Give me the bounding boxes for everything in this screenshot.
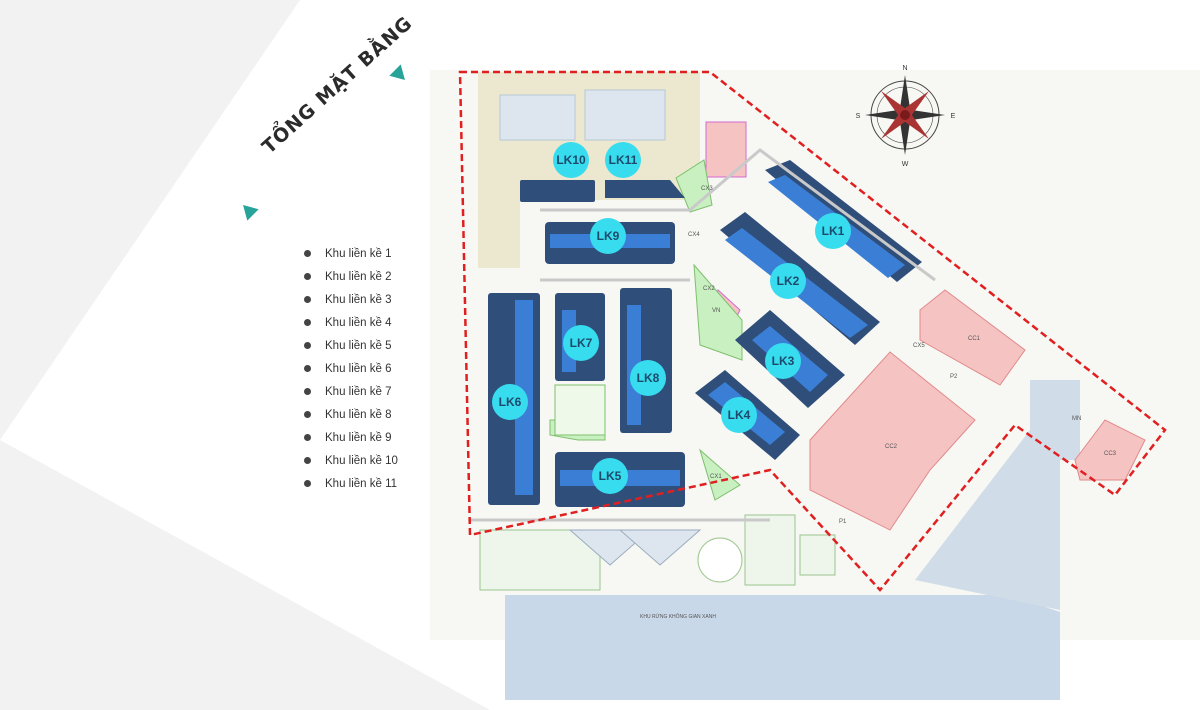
legend-label: Khu liền kề 9	[325, 431, 392, 444]
site-boundary	[458, 70, 1167, 592]
sports-court	[744, 514, 796, 586]
plot-cx1: CX1	[710, 474, 722, 480]
compass-n: N	[902, 65, 907, 72]
hatched-area-1	[915, 430, 1060, 610]
park-cx	[554, 384, 606, 436]
legend-item: Khu liền kề 10	[304, 449, 398, 472]
legend-label: Khu liền kề 8	[325, 408, 392, 421]
bullet-icon	[304, 457, 311, 464]
park-label: KHU RỪNG KHÔNG GIAN XANH	[640, 613, 716, 620]
legend-label: Khu liền kề 1	[325, 247, 392, 260]
legend-label: Khu liền kề 3	[325, 293, 392, 306]
plot-cx4: CX4	[688, 232, 700, 238]
plot-mn: MN	[1072, 416, 1081, 422]
block-lk11	[605, 180, 685, 198]
compass-e: E	[951, 113, 956, 120]
legend-item: Khu liền kề 6	[304, 357, 398, 380]
commercial-cc2	[809, 351, 976, 531]
legend-item: Khu liền kề 7	[304, 380, 398, 403]
legend-label: Khu liền kề 7	[325, 385, 392, 398]
bullet-icon	[304, 388, 311, 395]
green-cx2	[693, 263, 743, 361]
bullet-icon	[304, 273, 311, 280]
bullet-icon	[304, 480, 311, 487]
compass-s: S	[856, 113, 861, 120]
legend-item: Khu liền kề 11	[304, 472, 398, 495]
bullet-icon	[304, 365, 311, 372]
sports-court-2	[799, 534, 836, 576]
marker-lk10[interactable]: LK10	[553, 142, 589, 178]
plot-p2: P2	[950, 374, 958, 380]
compass-w: W	[902, 161, 909, 168]
green-cx1	[699, 448, 741, 501]
legend-label: Khu liền kề 6	[325, 362, 392, 375]
green-court	[479, 529, 601, 591]
legend-item: Khu liền kề 4	[304, 311, 398, 334]
marker-lk8[interactable]: LK8	[630, 360, 666, 396]
commercial-cc1	[919, 289, 1026, 386]
bullet-icon	[304, 342, 311, 349]
bullet-icon	[304, 296, 311, 303]
plot-cc3: CC3	[1104, 451, 1117, 457]
plot-vn: VN	[712, 308, 720, 314]
bullet-icon	[304, 411, 311, 418]
top-lot-right	[584, 89, 666, 141]
marker-lk9[interactable]: LK9	[590, 218, 626, 254]
bullet-icon	[304, 250, 311, 257]
park-strip	[505, 595, 1060, 700]
legend-item: Khu liền kề 1	[304, 242, 398, 265]
plot-cx2: CX2	[703, 286, 715, 292]
marker-lk11[interactable]: LK11	[605, 142, 641, 178]
round-plaza	[697, 537, 743, 583]
marker-lk7[interactable]: LK7	[563, 325, 599, 361]
road-north	[540, 148, 936, 282]
plot-cx5: CX5	[913, 343, 925, 349]
marker-lk6[interactable]: LK6	[492, 384, 528, 420]
plot-cc1: CC1	[968, 336, 981, 342]
marker-lk1[interactable]: LK1	[815, 213, 851, 249]
legend-item: Khu liền kề 3	[304, 288, 398, 311]
plot-cc2: CC2	[885, 444, 898, 450]
legend-item: Khu liền kề 2	[304, 265, 398, 288]
legend-label: Khu liền kề 4	[325, 316, 392, 329]
commercial-cc3	[1074, 419, 1146, 481]
bullet-icon	[304, 319, 311, 326]
legend-label: Khu liền kề 5	[325, 339, 392, 352]
marker-lk4[interactable]: LK4	[721, 397, 757, 433]
legend-item: Khu liền kề 9	[304, 426, 398, 449]
marker-lk5[interactable]: LK5	[592, 458, 628, 494]
marker-lk3[interactable]: LK3	[765, 343, 801, 379]
building-b	[618, 529, 702, 566]
legend-label: Khu liền kề 10	[325, 454, 398, 467]
top-lot-left	[499, 94, 576, 141]
legend-item: Khu liền kề 8	[304, 403, 398, 426]
block-legend: Khu liền kề 1 Khu liền kề 2 Khu liền kề …	[304, 242, 398, 495]
marker-lk2[interactable]: LK2	[770, 263, 806, 299]
bullet-icon	[304, 434, 311, 441]
plot-cx3: CX3	[701, 186, 713, 192]
hatched-area-2	[1030, 380, 1080, 460]
block-lk10	[520, 180, 595, 202]
legend-item: Khu liền kề 5	[304, 334, 398, 357]
legend-label: Khu liền kề 2	[325, 270, 392, 283]
compass-rose-icon	[865, 75, 945, 155]
plot-p1: P1	[839, 519, 847, 525]
legend-label: Khu liền kề 11	[325, 477, 398, 490]
